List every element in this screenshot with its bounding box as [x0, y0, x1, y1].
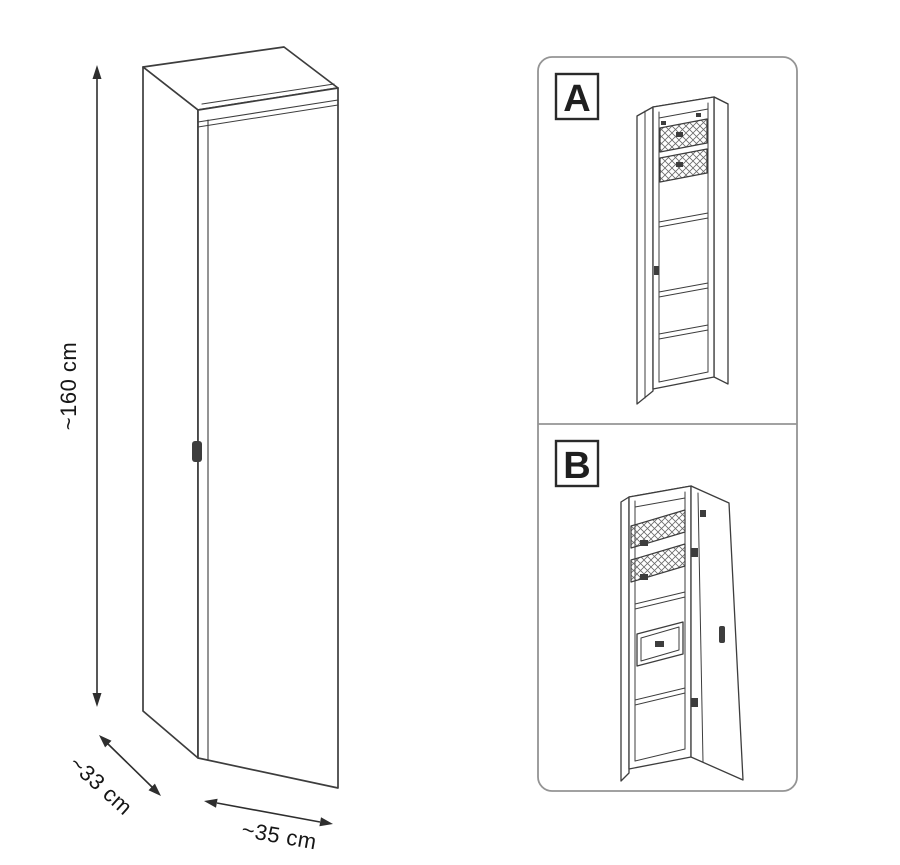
basket-handle	[640, 540, 648, 546]
wire-basket	[630, 509, 686, 549]
height-dimension: ~160 cm	[56, 65, 102, 707]
variant-b-letter: B	[563, 445, 590, 487]
hinge-mark	[691, 548, 698, 557]
hinge-mark	[691, 698, 698, 707]
variant-b-cabinet-drawing	[620, 485, 744, 782]
open-door-right	[690, 485, 744, 781]
width-dimension-label: ~35 cm	[240, 817, 319, 855]
basket-handle	[676, 162, 683, 167]
interior-bottom-edge	[634, 748, 686, 762]
interior-top-edge	[658, 108, 709, 119]
variant-b-label-box	[554, 439, 600, 488]
cabinet-side-panel	[713, 96, 729, 385]
shelf-line	[634, 591, 686, 610]
rail-bracket	[661, 121, 666, 125]
depth-dimension: ~33 cm	[65, 735, 161, 820]
variant-panels: A	[537, 56, 798, 792]
cabinet-front-door-face	[197, 87, 339, 789]
top-panel-edge-line	[201, 83, 335, 105]
interior-top-edge	[634, 497, 686, 508]
arrowhead-down-icon	[92, 693, 102, 707]
shelf-line	[658, 282, 709, 298]
basket-handle	[676, 132, 683, 137]
door-top-gap-line	[197, 99, 339, 123]
height-dimension-label: ~160 cm	[56, 342, 81, 431]
arrowhead-up-icon	[92, 65, 102, 79]
cabinet-isometric-drawing	[142, 46, 339, 789]
variant-a-cabinet-drawing	[636, 96, 729, 405]
arrowhead-left-icon	[204, 798, 218, 808]
interior-bottom-edge	[658, 371, 709, 383]
hinge-mark	[654, 266, 659, 275]
drawer-front-inset	[640, 626, 680, 662]
width-dimension-line	[216, 802, 321, 823]
cabinet-left-side-face	[142, 66, 199, 759]
wire-basket	[659, 118, 708, 153]
depth-dimension-line	[107, 743, 153, 788]
wire-basket	[659, 148, 708, 183]
width-dimension: ~35 cm	[204, 798, 333, 855]
drawer-handle	[655, 641, 664, 647]
arrowhead-upleft-icon	[99, 735, 112, 748]
rail-bracket	[696, 113, 701, 117]
basket-handle	[640, 574, 648, 580]
wire-basket	[630, 543, 686, 583]
variant-a-letter: A	[563, 78, 590, 120]
door-handle	[719, 626, 725, 643]
shelf-line	[658, 212, 709, 228]
cabinet-side-panel	[620, 496, 630, 782]
shelf-line	[634, 687, 686, 706]
arrowhead-right-icon	[319, 817, 333, 827]
door-handle	[192, 441, 202, 462]
hinge-mark	[700, 510, 706, 517]
variant-a-label-box	[554, 72, 600, 121]
arrowhead-downright-icon	[148, 783, 161, 796]
door-thickness-line	[697, 492, 704, 763]
shelf-line	[658, 324, 709, 340]
door-top-gap-line	[197, 104, 339, 128]
